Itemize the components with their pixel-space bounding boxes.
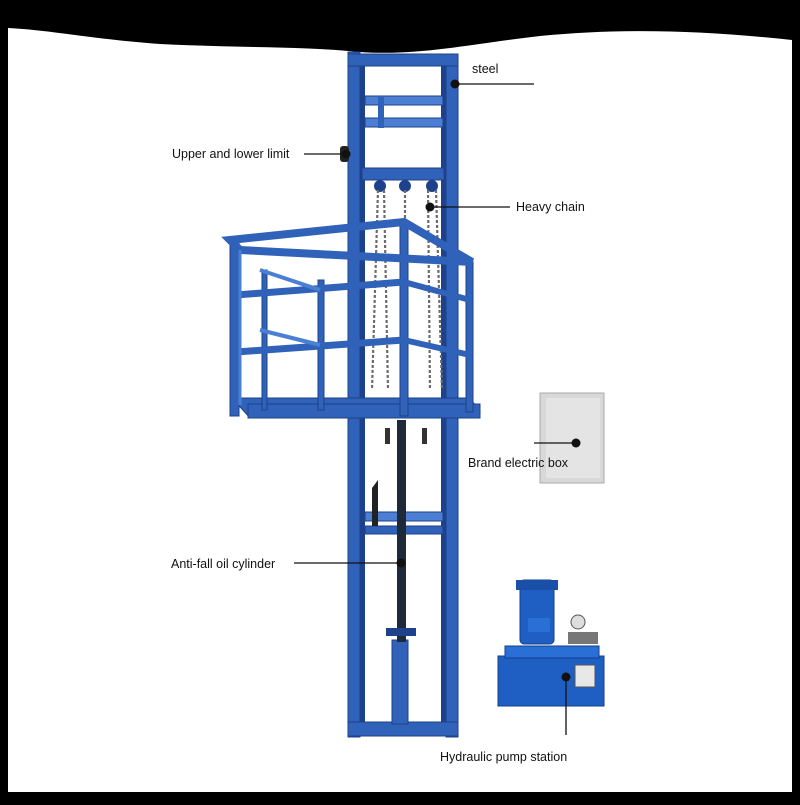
label-electric-box: Brand electric box <box>468 456 569 470</box>
chain-marker-icon <box>425 202 435 212</box>
label-oil-cylinder: Anti-fall oil cylinder <box>171 557 276 571</box>
box-marker-icon <box>571 438 581 448</box>
steel-marker-icon <box>450 79 460 89</box>
label-heavy-chain: Heavy chain <box>516 200 585 214</box>
marker-dots <box>341 79 581 682</box>
hydraulic-pump <box>497 579 605 707</box>
leader-lines <box>294 83 576 735</box>
platform-cage <box>221 217 481 419</box>
limit-marker-icon <box>341 149 351 159</box>
label-steel: steel <box>472 62 499 76</box>
cylinder-marker-icon <box>396 558 406 568</box>
top-shadow <box>8 8 792 53</box>
electric-box <box>539 392 605 484</box>
pump-marker-icon <box>561 672 571 682</box>
label-upper-lower-limit: Upper and lower limit <box>172 147 290 161</box>
oil-cylinder <box>372 420 427 642</box>
label-pump-station: Hydraulic pump station <box>440 750 568 764</box>
